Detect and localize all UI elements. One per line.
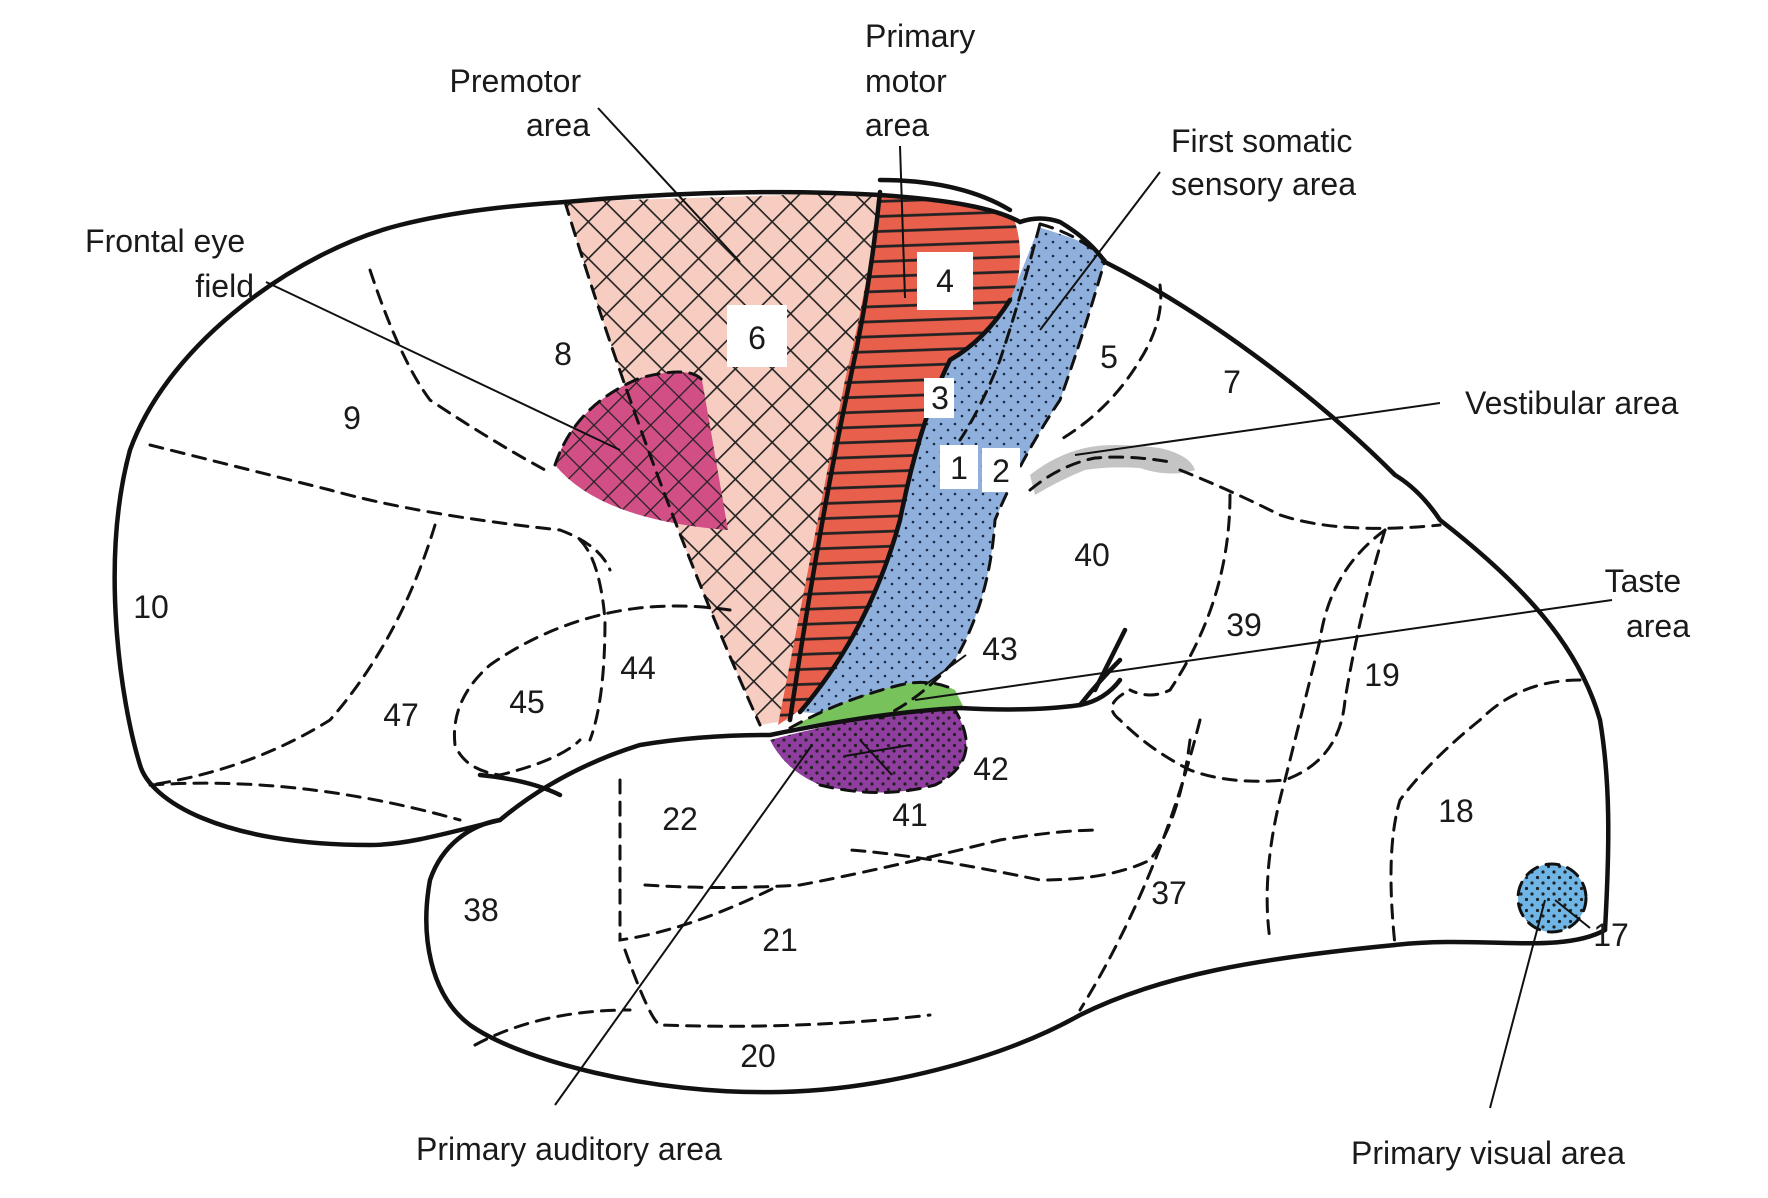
area-19-label: 19 [1364, 657, 1400, 693]
primary-motor-label: Primary motor area [865, 18, 984, 143]
area-45-label: 45 [509, 684, 545, 720]
primary-visual-label: Primary visual area [1351, 1135, 1625, 1171]
area-5-label: 5 [1100, 339, 1118, 375]
area-38-label: 38 [463, 892, 499, 928]
area-9-label: 9 [343, 400, 361, 436]
area-41-label: 41 [892, 797, 928, 833]
area-17-label: 17 [1593, 917, 1629, 953]
brodmann-boundaries [148, 268, 1582, 1047]
area-42-label: 42 [973, 751, 1009, 787]
premotor-hatch [565, 192, 880, 725]
area-18-label: 18 [1438, 793, 1474, 829]
area-44-label: 44 [620, 650, 656, 686]
area-8-label: 8 [554, 336, 572, 372]
area-6-label: 6 [748, 320, 766, 356]
vestibular-region [1030, 445, 1195, 495]
area-39-label: 39 [1226, 607, 1262, 643]
area-40-label: 40 [1074, 537, 1110, 573]
frontal-eye-field-label: Frontal eye field [85, 223, 254, 304]
area-43-label: 43 [982, 631, 1018, 667]
vestibular-label: Vestibular area [1465, 385, 1679, 421]
primary-motor-hatch [778, 192, 1020, 725]
area-10-label: 10 [133, 589, 169, 625]
area-1-label: 1 [950, 450, 968, 486]
brain-outline [112, 189, 1611, 1095]
area-4-label: 4 [936, 263, 954, 299]
area-3-label: 3 [931, 380, 949, 416]
area-7-label: 7 [1223, 364, 1241, 400]
visual-border [1516, 862, 1588, 934]
area-numbers: 6 4 3 1 2 5 7 8 9 10 40 39 43 44 45 47 4… [133, 263, 1629, 1074]
taste-label: Taste area [1605, 563, 1691, 644]
area-2-label: 2 [992, 453, 1010, 489]
visual-dots [1518, 864, 1586, 932]
premotor-label: Premotor area [450, 63, 591, 143]
area-20-label: 20 [740, 1038, 776, 1074]
frontal-eye-field-hatch [555, 371, 728, 530]
callout-labels: Premotor area Primary motor area First s… [85, 18, 1690, 1171]
region-borders [553, 177, 1172, 794]
area-22-label: 22 [662, 801, 698, 837]
area-47-label: 47 [383, 697, 419, 733]
primary-auditory-label: Primary auditory area [416, 1131, 722, 1167]
number-boxes [727, 252, 1020, 492]
leader-lines [265, 107, 1613, 1109]
area-21-label: 21 [762, 922, 798, 958]
area-37-label: 37 [1151, 875, 1187, 911]
first-somatic-label: First somatic sensory area [1171, 123, 1361, 202]
